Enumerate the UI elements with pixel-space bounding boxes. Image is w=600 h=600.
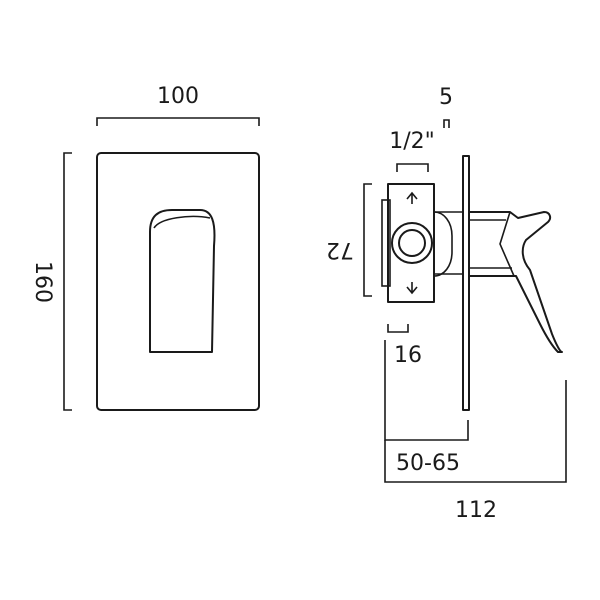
valve-body (387, 183, 435, 303)
dimension-label-5: 5 (439, 85, 453, 110)
dimension-label-50-65: 50-65 (396, 451, 460, 476)
dimension-label-16: 16 (394, 343, 422, 368)
lever-handle-top-edge (153, 215, 211, 229)
valve-connector (434, 211, 463, 275)
valve-neck (433, 211, 453, 277)
dimension-label-160: 160 (30, 261, 55, 303)
dimension-label-thread: 1/2" (389, 129, 435, 154)
handle-body-lines (469, 219, 512, 269)
dimension-front-width: 100 (96, 84, 260, 126)
side-view (381, 155, 563, 411)
flow-arrow-down-icon (406, 282, 418, 295)
handle-shoulder (499, 211, 515, 277)
dimension-label-112: 112 (455, 498, 497, 523)
dimension-thread: 1/2" (389, 129, 435, 172)
side-plate (462, 155, 470, 411)
front-view (96, 152, 260, 411)
dimension-offset: 16 (387, 324, 422, 368)
dimension-depth-range: 50-65 (384, 340, 469, 476)
dimension-overall-depth: 112 (384, 380, 567, 523)
valve-inner-ring (398, 229, 426, 257)
front-plate (96, 152, 260, 411)
dimension-body-height: 72 (326, 183, 372, 297)
valve-outer-ring (391, 222, 433, 264)
dimension-label-100: 100 (157, 84, 199, 109)
dimension-plate-thickness: 5 (439, 85, 453, 128)
dimension-label-72: 72 (326, 237, 354, 262)
lever-handle-front (149, 209, 216, 353)
lever-handle-side (468, 211, 563, 353)
dimension-front-height: 160 (30, 152, 72, 411)
flow-arrow-up-icon (406, 191, 418, 204)
valve-flange (381, 199, 391, 287)
